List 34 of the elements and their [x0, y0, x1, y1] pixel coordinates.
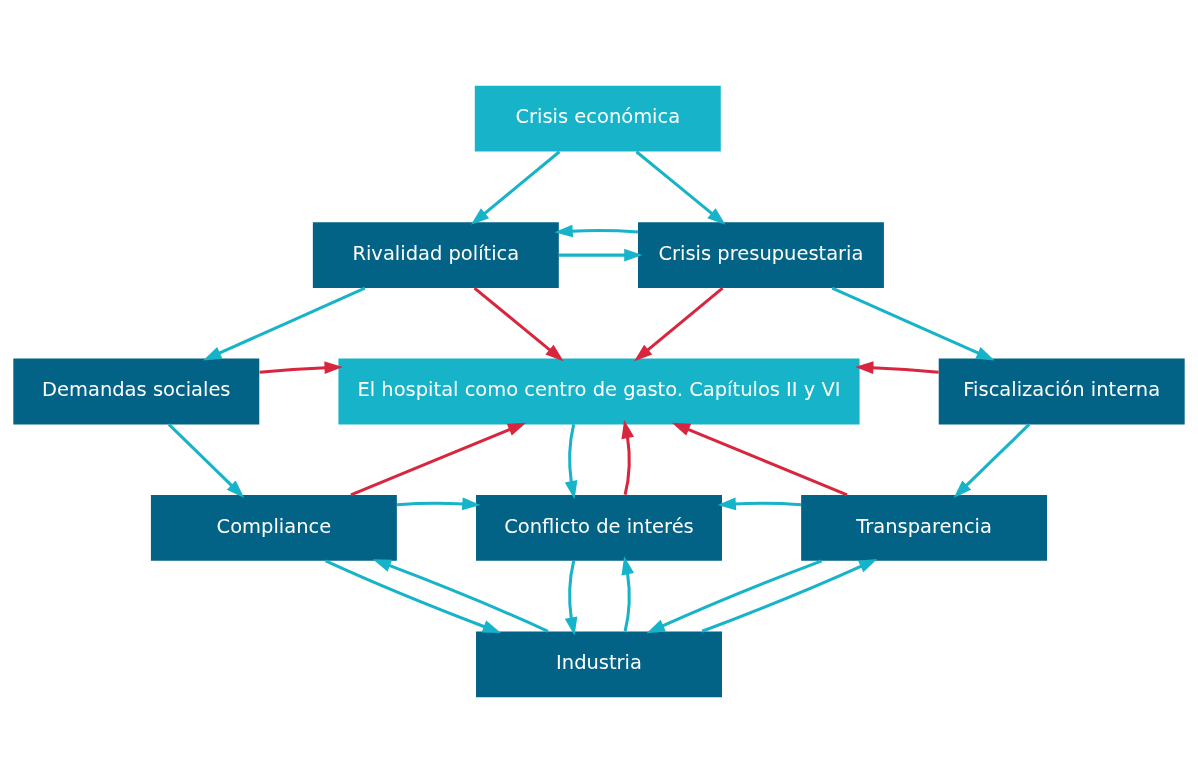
arrow [671, 422, 848, 496]
arrow [203, 286, 366, 360]
arrow [634, 286, 724, 361]
node-box: Conflicto de interés [476, 494, 722, 561]
arrow [635, 150, 726, 225]
node-box: Crisis presupuestaria [637, 221, 884, 288]
arrow [167, 422, 245, 498]
arrow [646, 558, 823, 633]
arrow [717, 496, 802, 510]
arrow [396, 496, 481, 510]
arrow [259, 360, 343, 374]
node-box: Crisis económica [474, 85, 721, 152]
arrow [325, 558, 501, 633]
node-box: Compliance [150, 494, 397, 561]
node-box: Demandas sociales [13, 358, 260, 424]
node-box: Industria [476, 630, 722, 697]
node-box: Transparencia [801, 494, 1048, 561]
arrow [831, 286, 995, 360]
node-box: El hospital como centro de gasto. Capítulos II y VI [338, 358, 860, 424]
arrow [621, 555, 635, 631]
arrow [350, 422, 527, 496]
arrow [855, 360, 939, 374]
arrow [470, 150, 561, 225]
arrow [953, 422, 1031, 498]
arrow [473, 286, 564, 361]
arrow [559, 248, 643, 262]
arrow [554, 224, 638, 237]
arrow [564, 423, 578, 499]
arrow [564, 560, 578, 636]
node-box: Fiscalización interna [938, 358, 1185, 424]
arrow [372, 558, 549, 633]
arrow [621, 419, 635, 495]
arrow [701, 558, 878, 633]
node-box: Rivalidad política [312, 221, 559, 288]
